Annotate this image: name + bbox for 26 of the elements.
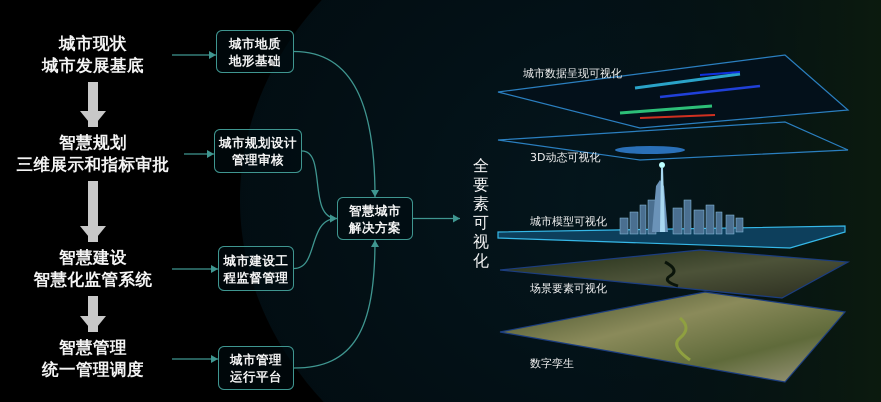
stage-text: 智慧管理 统一管理调度 bbox=[30, 336, 156, 382]
stage-text: 城市现状 城市发展基底 bbox=[30, 32, 156, 78]
process-box: 城市地质地形基础 bbox=[216, 30, 294, 73]
layer-label: 场景要素可视化 bbox=[530, 281, 607, 296]
arrow bbox=[294, 240, 379, 369]
stage-text: 智慧建设 智慧化监管系统 bbox=[30, 246, 156, 292]
arrow bbox=[172, 265, 218, 273]
solution-box: 智慧城市解决方案 bbox=[337, 197, 413, 240]
arrow bbox=[413, 214, 460, 222]
block-arrow bbox=[80, 181, 106, 242]
vertical-text: 全要素可视化 bbox=[468, 152, 494, 274]
arrow bbox=[184, 150, 214, 158]
layer-label: 3D动态可视化 bbox=[530, 150, 600, 165]
block-arrow bbox=[80, 296, 106, 332]
arrow bbox=[294, 50, 379, 198]
stage-text: 智慧规划 三维展示和指标审批 bbox=[18, 131, 168, 177]
layer-label: 城市数据呈现可视化 bbox=[523, 66, 622, 81]
arrow bbox=[172, 51, 216, 59]
arrow bbox=[294, 216, 338, 270]
process-box: 城市规划设计管理审核 bbox=[214, 129, 302, 173]
layer-label: 城市模型可视化 bbox=[530, 214, 607, 229]
block-arrow bbox=[80, 82, 106, 127]
process-box: 城市建设工程监督管理 bbox=[218, 246, 294, 291]
arrow bbox=[172, 355, 218, 363]
layer-label: 数字孪生 bbox=[530, 356, 574, 371]
process-box: 城市管理运行平台 bbox=[218, 346, 294, 390]
